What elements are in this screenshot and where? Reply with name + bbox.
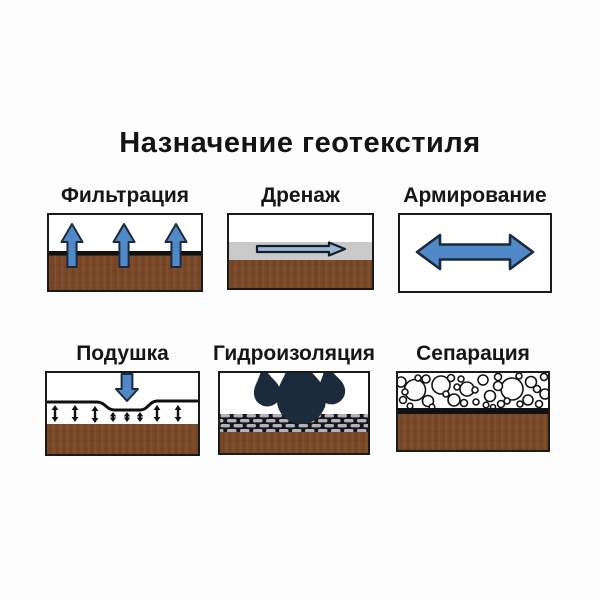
water-drop-icon bbox=[286, 373, 315, 413]
compression-arrow-icon bbox=[135, 410, 145, 424]
soil-layer bbox=[398, 414, 548, 450]
waterproofing-box bbox=[218, 371, 370, 455]
geotextile-layer bbox=[398, 408, 548, 414]
double-arrow-icon bbox=[415, 233, 535, 271]
woven-geotextile-layer bbox=[220, 414, 368, 432]
filtration-box bbox=[47, 213, 203, 292]
panel-label-separation: Сепарация bbox=[416, 342, 530, 365]
panel-reinforcement: Армирование bbox=[398, 184, 552, 295]
panel-waterproofing: Гидроизоляция bbox=[213, 342, 375, 455]
compression-arrow-icon bbox=[152, 403, 162, 424]
panel-drainage: Дренаж bbox=[227, 184, 374, 292]
compression-arrow-icon bbox=[122, 410, 132, 424]
soil-layer bbox=[47, 424, 198, 454]
drainage-diagram bbox=[229, 241, 372, 288]
panel-label-filtration: Фильтрация bbox=[60, 184, 190, 207]
cushion-diagram bbox=[47, 373, 198, 454]
panel-label-reinforcement: Армирование bbox=[403, 184, 547, 207]
panel-separation: Сепарация bbox=[396, 342, 550, 452]
right-arrow-icon bbox=[255, 241, 347, 257]
water-drop-icon bbox=[322, 377, 339, 399]
filtration-diagram bbox=[49, 223, 201, 290]
panel-cushion: Подушка bbox=[45, 342, 200, 456]
page-title: Назначение геотекстиля bbox=[119, 127, 481, 159]
compression-arrow-icon bbox=[50, 403, 60, 424]
drainage-box bbox=[227, 213, 374, 290]
cushion-box bbox=[45, 371, 200, 456]
separation-box bbox=[396, 371, 550, 452]
gravel-layer bbox=[398, 373, 548, 409]
waterproofing-diagram bbox=[220, 373, 368, 453]
panel-label-waterproofing: Гидроизоляция bbox=[212, 342, 376, 365]
compression-arrow-icon bbox=[173, 403, 183, 424]
water-drop-icon bbox=[258, 379, 275, 401]
separation-diagram bbox=[398, 373, 548, 450]
panel-label-cushion: Подушка bbox=[76, 342, 169, 365]
panel-label-drainage: Дренаж bbox=[261, 184, 340, 207]
compression-arrow-icon bbox=[108, 410, 118, 424]
down-arrow-icon bbox=[115, 373, 139, 402]
panel-filtration: Фильтрация bbox=[47, 184, 203, 294]
reinforcement-box bbox=[398, 213, 552, 293]
soil-layer bbox=[229, 260, 372, 288]
geotextile-layer bbox=[47, 399, 198, 412]
soil-layer bbox=[220, 432, 368, 453]
reinforcement-diagram bbox=[415, 233, 535, 271]
compression-arrow-icon bbox=[70, 403, 80, 424]
compression-arrow-icon bbox=[90, 404, 100, 425]
